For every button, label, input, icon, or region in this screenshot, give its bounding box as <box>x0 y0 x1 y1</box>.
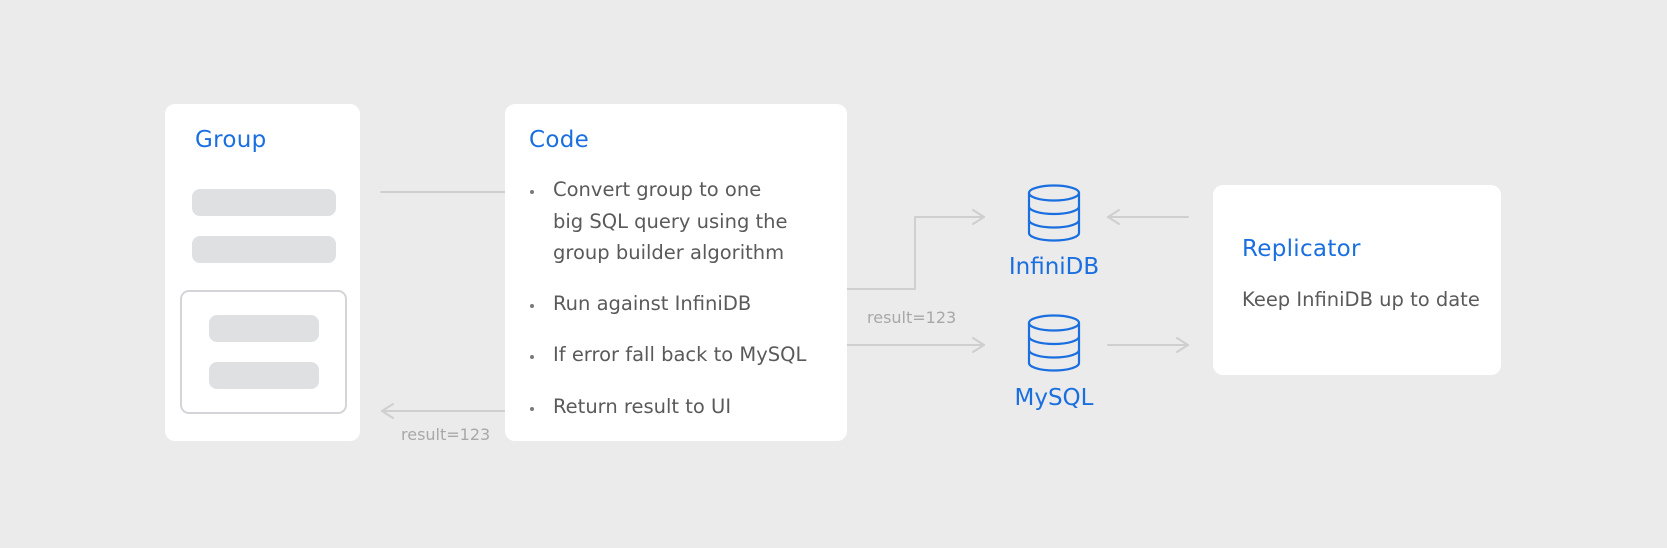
step-line: Convert group to one <box>553 178 762 201</box>
step-bullet <box>530 407 534 411</box>
replicator-to-infinidb-arrow <box>1107 209 1189 225</box>
group-field-placeholder <box>192 236 336 263</box>
step-run-infinidb: Run against InfiniDB <box>553 292 752 315</box>
group-field-placeholder <box>209 315 319 342</box>
nested-group-box <box>180 290 347 414</box>
step-fallback-mysql: If error fall back to MySQL <box>553 343 807 366</box>
step-bullet <box>530 190 534 194</box>
code-mysql-arrow <box>831 337 985 353</box>
step-convert: Convert group to one big SQL query using… <box>553 174 788 269</box>
step-return-result: Return result to UI <box>553 395 732 418</box>
database-icon <box>1027 314 1081 372</box>
step-bullet <box>530 355 534 359</box>
group-field-placeholder <box>209 362 319 389</box>
infinidb-to-code-arrow <box>830 209 985 297</box>
database-icon <box>1027 184 1081 242</box>
step-bullet <box>530 304 534 308</box>
step-line: big SQL query using the <box>553 209 788 233</box>
group-field-placeholder <box>192 189 336 216</box>
code-title: Code <box>529 127 590 153</box>
group-card: Group <box>165 104 360 441</box>
result-to-ui-label: result=123 <box>401 425 491 444</box>
group-title: Group <box>195 127 267 153</box>
step-line: group builder algorithm <box>553 241 785 264</box>
replicator-card: Replicator Keep InfiniDB up to date <box>1213 185 1501 375</box>
mysql-label: MySQL <box>1014 385 1094 411</box>
code-to-group-arrow <box>381 403 521 419</box>
replicator-description: Keep InfiniDB up to date <box>1242 288 1480 311</box>
code-card: Code Convert group to one big SQL query … <box>505 104 847 441</box>
result-from-db-label: result=123 <box>867 308 957 327</box>
infinidb-label: InfiniDB <box>1008 254 1100 280</box>
replicator-title: Replicator <box>1242 236 1361 262</box>
group-to-code-arrow <box>380 184 521 200</box>
mysql-to-replicator-arrow <box>1107 337 1189 353</box>
